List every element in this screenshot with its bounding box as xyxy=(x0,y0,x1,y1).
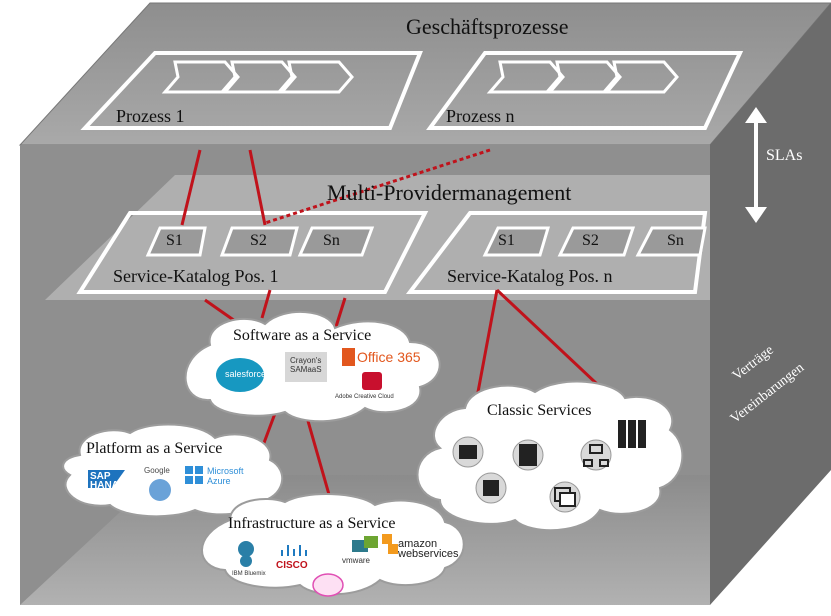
crayon-text: Crayon's SAMaaS xyxy=(290,356,322,374)
sap-hana-logo xyxy=(88,470,125,488)
vmware-text: vmware xyxy=(342,556,371,565)
google-bigquery-icon xyxy=(149,479,171,501)
salesforce-text: salesforce xyxy=(225,369,267,379)
catalog-n-service-2: S2 xyxy=(582,232,599,249)
catalog-1-service-2: S2 xyxy=(250,232,267,249)
crayon-samaas-logo xyxy=(285,352,327,382)
iaas-title: Infrastructure as a Service xyxy=(228,515,396,532)
ibm-bluemix-icon xyxy=(238,541,254,567)
middle-title: Multi-Providermanagement xyxy=(327,180,572,205)
networking-icon xyxy=(580,439,612,471)
catalog-n-label: Service-Katalog Pos. n xyxy=(447,266,613,286)
server-rack-icon xyxy=(618,420,646,448)
ibm-text: IBM Bluemix xyxy=(232,571,266,577)
cisco-logo xyxy=(281,545,307,556)
cisco-text: CISCO xyxy=(276,560,308,571)
vmware-icon xyxy=(352,536,378,552)
microsoft-azure-logo xyxy=(185,466,203,484)
process-n-shape xyxy=(426,51,744,130)
amazon-webservices-icon xyxy=(382,534,398,554)
google-text: Google xyxy=(144,466,170,475)
middle-platform xyxy=(45,175,710,300)
cloud-iaas xyxy=(201,493,465,596)
cube-right-face xyxy=(710,3,831,605)
mail-icon xyxy=(475,472,507,504)
paas-title: Platform as a Service xyxy=(86,440,223,457)
process-n-label: Prozess n xyxy=(446,106,515,126)
top-title: Geschäftsprozesse xyxy=(406,14,569,39)
process-1-shape xyxy=(80,51,423,130)
saas-title: Software as a Service xyxy=(233,327,372,344)
sap-text: SAP HANA xyxy=(90,471,119,491)
office365-icon xyxy=(342,348,355,366)
catalog-1-service-n: Sn xyxy=(323,232,340,249)
sla-label: SLAs xyxy=(766,147,803,164)
azure-text: Microsoft Azure xyxy=(207,466,244,486)
application-icon xyxy=(549,481,581,513)
catalog-1-label: Service-Katalog Pos. 1 xyxy=(113,266,279,286)
sla-arrow xyxy=(745,107,767,223)
catalog-1-service-1: S1 xyxy=(166,232,183,249)
classic-title: Classic Services xyxy=(487,402,592,419)
catalog-n-shape xyxy=(405,211,708,294)
adobe-text: Adobe Creative Cloud xyxy=(335,394,394,400)
catalog-n-service-n: Sn xyxy=(667,232,684,249)
adobe-creative-cloud-icon xyxy=(362,372,382,390)
pink-cloud-icon xyxy=(312,573,344,597)
amazon-text: amazon webservices xyxy=(398,538,459,560)
catalog-n-service-1: S1 xyxy=(498,232,515,249)
salesforce-logo xyxy=(216,358,264,392)
process-1-label: Prozess 1 xyxy=(116,106,185,126)
catalog-1-shape xyxy=(76,211,429,294)
office365-text: Office 365 xyxy=(357,349,421,365)
print-icon xyxy=(452,436,484,468)
storage-icon xyxy=(512,439,544,471)
